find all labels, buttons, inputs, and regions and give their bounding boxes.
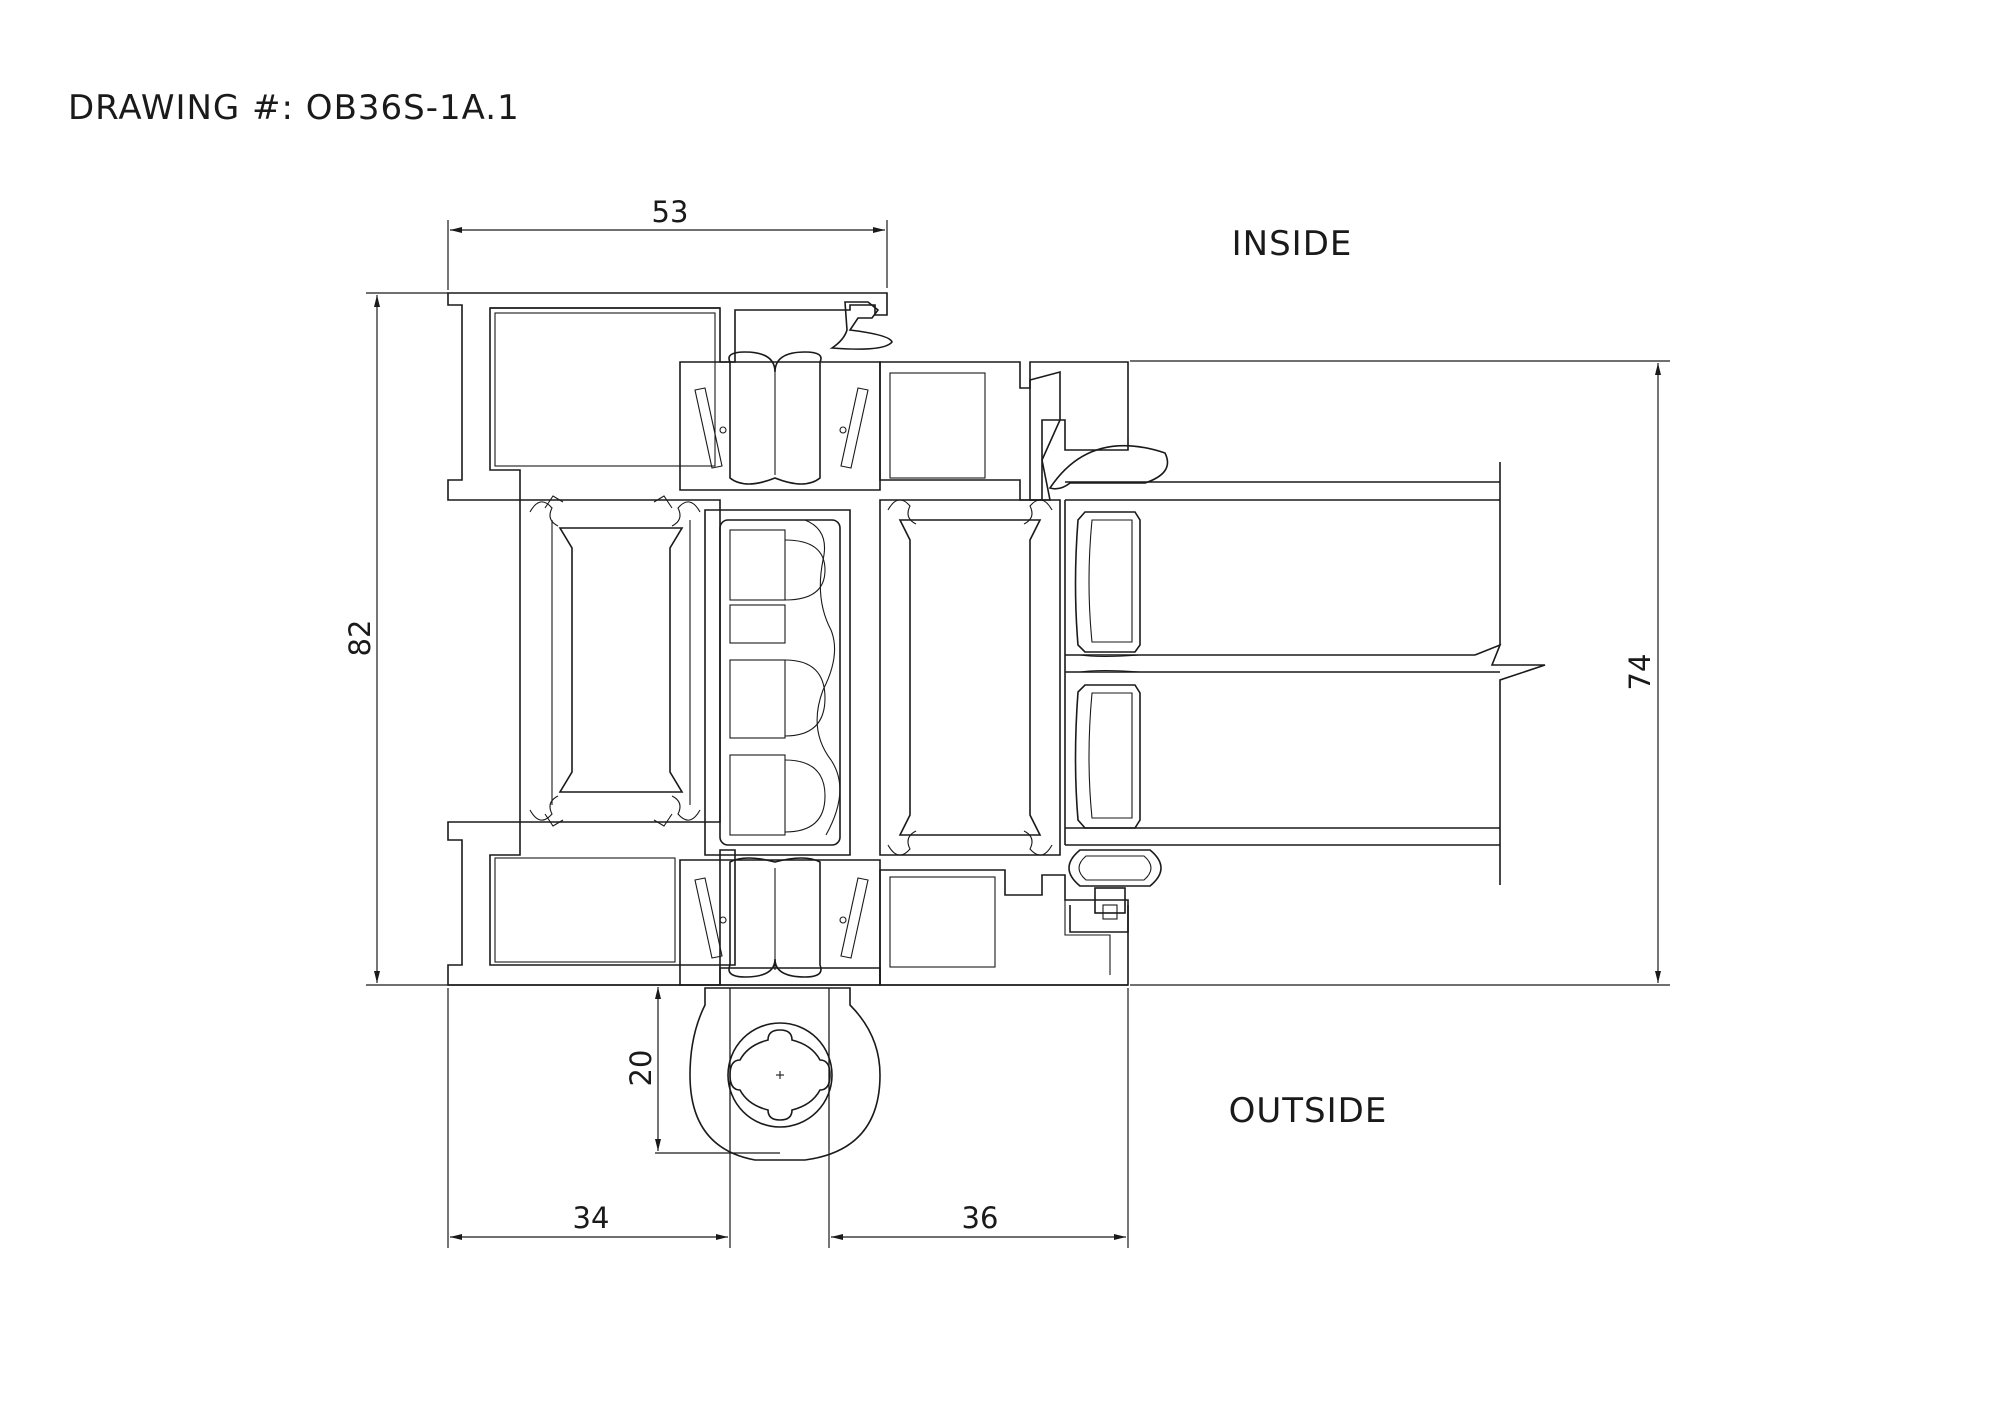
dimension-glazing-height: 74	[1130, 360, 1670, 986]
lock-cylinder	[689, 987, 881, 1161]
dimension-overall-height: 82	[343, 292, 448, 986]
dimension-bottom-left: 34	[447, 988, 731, 1248]
dimension-top-width: 53	[447, 195, 888, 290]
glazing-bead	[1029, 370, 1169, 501]
drawing-title: DRAWING #: OB36S-1A.1	[68, 88, 520, 128]
bottom-glazing-gasket	[1068, 849, 1162, 933]
dimension-top-width-text: 53	[652, 195, 689, 229]
outer-frame-profile	[447, 292, 1128, 986]
dimension-bottom-right-text: 36	[962, 1201, 999, 1235]
outside-label: OUTSIDE	[1229, 1091, 1388, 1131]
sash-profile	[879, 361, 1129, 986]
inside-label: INSIDE	[1232, 224, 1353, 264]
dimension-glazing-height-text: 74	[1623, 654, 1657, 691]
dimension-bottom-left-text: 34	[573, 1201, 610, 1235]
left-thermal-chamber	[519, 495, 721, 827]
upper-gasket-pair	[679, 301, 893, 491]
thermal-break-center	[704, 509, 851, 856]
lower-gasket-pair	[679, 857, 881, 986]
dimension-overall-height-text: 82	[343, 620, 377, 657]
dimension-bottom-right: 36	[828, 988, 1129, 1248]
glass-unit	[1064, 462, 1546, 885]
dimension-cylinder-offset: 20	[624, 987, 780, 1154]
dimension-cylinder-offset-text: 20	[624, 1050, 658, 1087]
